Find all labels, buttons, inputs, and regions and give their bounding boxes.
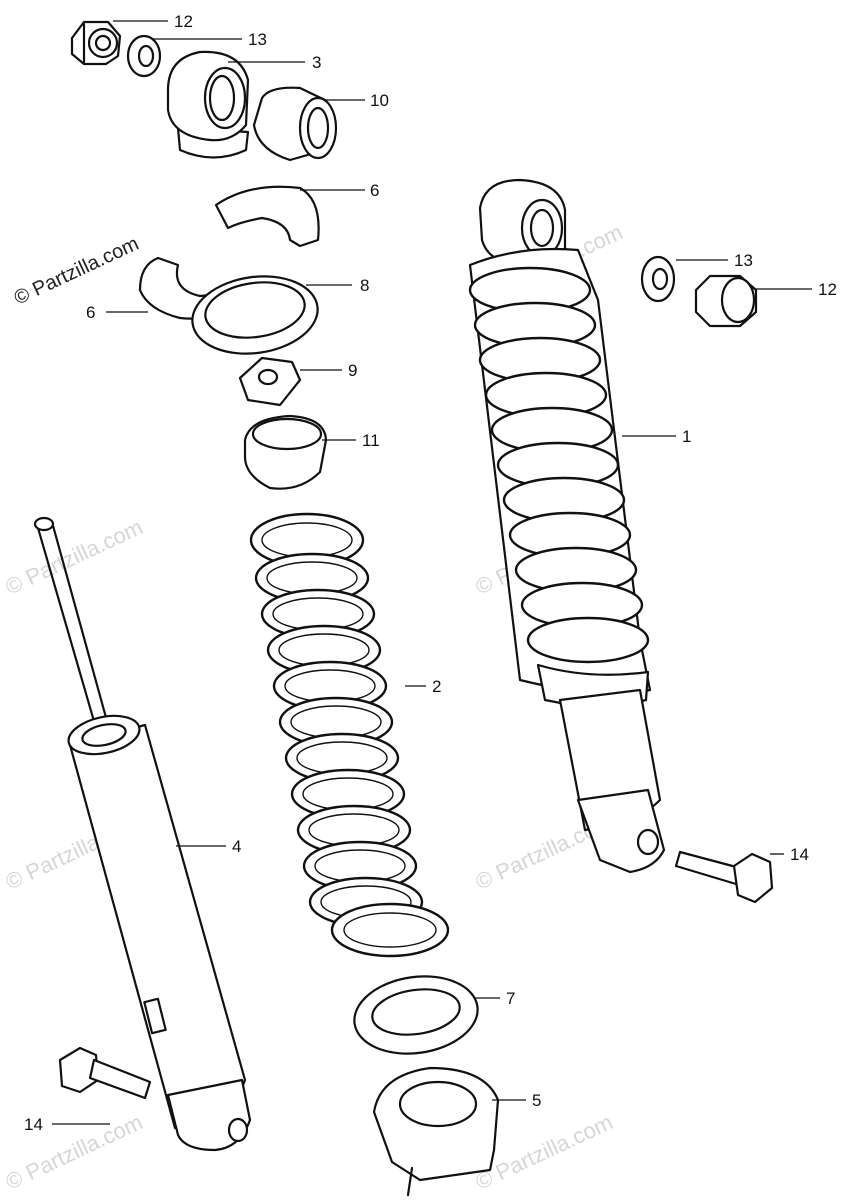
watermark-text: © Partzilla.com bbox=[2, 514, 147, 599]
callout-4: 4 bbox=[232, 837, 241, 856]
callout-labels: 12 13 3 10 6 8 6 9 11 13 12 1 2 4 14 7 5… bbox=[24, 12, 837, 1134]
callout-14: 14 bbox=[24, 1115, 43, 1134]
part-lower-spring-seat bbox=[353, 975, 479, 1055]
leader-lines bbox=[52, 20, 812, 1125]
copyright-watermark: © Partzilla.com bbox=[11, 233, 142, 310]
part-bolt-right bbox=[674, 850, 774, 904]
callout-12: 12 bbox=[174, 12, 193, 31]
part-spring-collet-upper bbox=[214, 185, 320, 248]
callout-2: 2 bbox=[432, 677, 441, 696]
part-cap-nut-upper bbox=[70, 20, 122, 66]
callout-6: 6 bbox=[370, 181, 379, 200]
callout-3: 3 bbox=[312, 53, 321, 72]
part-damper-unit bbox=[33, 516, 252, 1152]
part-rubber-bushing bbox=[252, 86, 338, 162]
callout-13: 13 bbox=[248, 30, 267, 49]
callout-7: 7 bbox=[506, 989, 515, 1008]
part-upper-eye-bracket bbox=[166, 50, 250, 159]
callout-12: 12 bbox=[818, 280, 837, 299]
part-cap-nut-right bbox=[694, 274, 758, 328]
callout-5: 5 bbox=[532, 1091, 541, 1110]
part-coil-spring bbox=[249, 512, 450, 958]
part-hex-nut bbox=[238, 356, 302, 407]
part-washer-upper bbox=[126, 34, 162, 78]
callout-10: 10 bbox=[370, 91, 389, 110]
callout-14: 14 bbox=[790, 845, 809, 864]
callout-9: 9 bbox=[348, 361, 357, 380]
part-shock-absorber-assembly bbox=[468, 178, 666, 874]
callout-13: 13 bbox=[734, 251, 753, 270]
part-washer-right bbox=[640, 255, 676, 303]
part-bolt-left bbox=[58, 1046, 152, 1100]
part-bump-stopper bbox=[243, 414, 328, 490]
callout-1: 1 bbox=[682, 427, 691, 446]
callout-6: 6 bbox=[86, 303, 95, 322]
part-spring-seat-washer bbox=[191, 275, 319, 355]
callout-11: 11 bbox=[362, 431, 380, 450]
callout-8: 8 bbox=[360, 276, 369, 295]
part-spring-adjuster bbox=[372, 1066, 500, 1197]
